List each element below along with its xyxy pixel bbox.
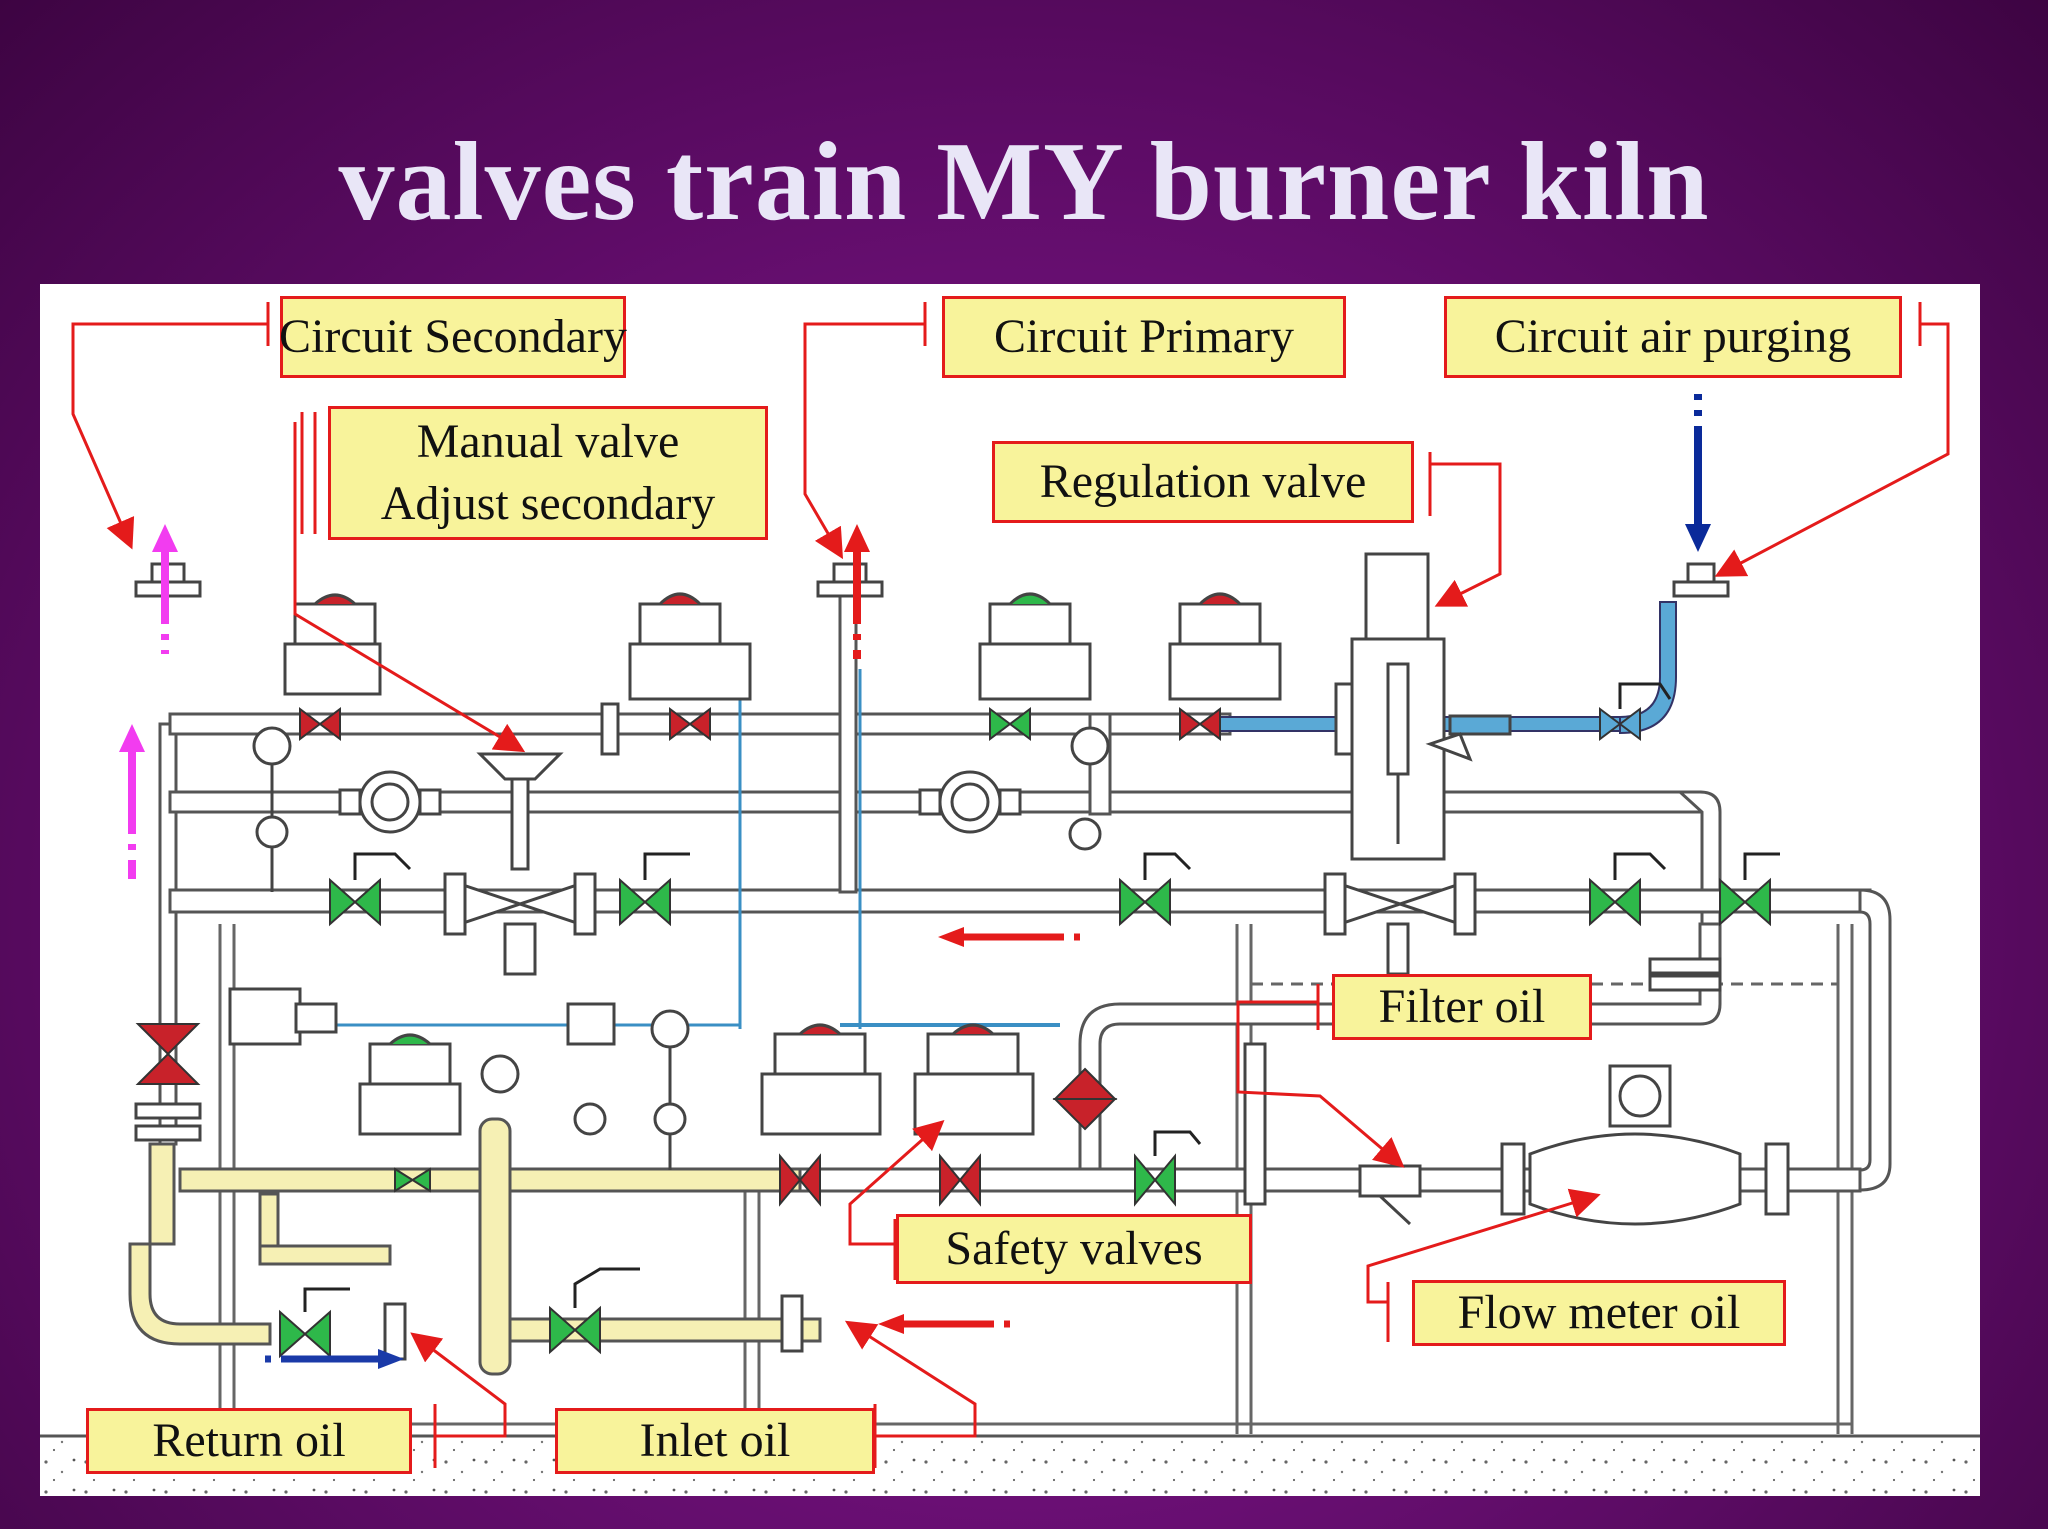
label-circuit-air-purging-text: Circuit air purging: [1494, 310, 1852, 363]
label-flow-meter-oil-text: Flow meter oil: [1457, 1286, 1741, 1339]
regulation-valve-assembly: [1323, 552, 1477, 976]
diagram-panel: Circuit Secondary Circuit Primary Circui…: [40, 284, 1980, 1496]
label-inlet-oil: Inlet oil: [555, 1408, 875, 1474]
label-safety-valves: Safety valves: [896, 1214, 1252, 1284]
label-manual-valve: Manual valve Adjust secondary: [328, 406, 768, 540]
flow-arrow-icons: [119, 394, 1711, 1369]
actuator-icons: [228, 592, 1282, 1136]
label-circuit-secondary: Circuit Secondary: [279, 296, 627, 378]
label-inlet-oil-text: Inlet oil: [639, 1414, 791, 1467]
label-circuit-primary-text: Circuit Primary: [994, 310, 1294, 363]
label-return-oil-text: Return oil: [152, 1414, 346, 1467]
pressure-gauge-icons: [252, 726, 1110, 1170]
leader-lines: [71, 302, 1950, 1468]
label-safety-valves-text: Safety valves: [945, 1222, 1203, 1275]
label-manual-valve-line1: Manual valve: [416, 415, 680, 468]
label-return-oil: Return oil: [86, 1408, 412, 1474]
slide-title: valves train MY burner kiln: [338, 120, 1710, 244]
manual-adjust-valve: [443, 752, 597, 976]
label-regulation-valve-text: Regulation valve: [1039, 455, 1367, 508]
label-filter-oil-text: Filter oil: [1378, 980, 1546, 1033]
label-flow-meter-oil: Flow meter oil: [1412, 1280, 1786, 1346]
label-manual-valve-line2: Adjust secondary: [380, 477, 716, 530]
label-circuit-primary: Circuit Primary: [942, 296, 1346, 378]
label-circuit-air-purging: Circuit air purging: [1444, 296, 1902, 378]
piping-diagram: [40, 302, 1980, 1496]
filter-icon: [1243, 714, 1512, 1226]
label-regulation-valve: Regulation valve: [992, 441, 1414, 523]
label-filter-oil: Filter oil: [1332, 974, 1592, 1040]
label-circuit-secondary-text: Circuit Secondary: [279, 310, 627, 363]
valve-icons: [135, 682, 1780, 1359]
